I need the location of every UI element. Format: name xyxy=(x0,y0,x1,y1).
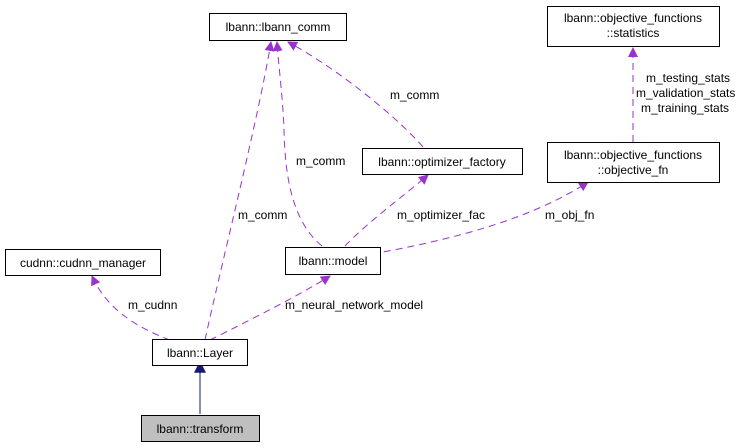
edge-label-comm-layer: m_comm xyxy=(238,208,287,222)
node-objective-functions-objective-fn[interactable]: lbann::objective_functions ::objective_f… xyxy=(547,142,720,183)
edge-layer-to-cudnn-manager xyxy=(91,275,171,341)
node-model-label: lbann::model xyxy=(299,254,368,268)
node-statistics-label-line1: lbann::objective_functions xyxy=(564,11,702,25)
node-statistics-label-line2: ::statistics xyxy=(607,26,660,40)
node-lbann-comm[interactable]: lbann::lbann_comm xyxy=(209,13,347,41)
node-layer-label: lbann::Layer xyxy=(167,346,233,360)
node-cudnn-manager-label: cudnn::cudnn_manager xyxy=(20,256,146,270)
node-objective-fn-label-line2: ::objective_fn xyxy=(598,163,669,177)
edge-label-cudnn: m_cudnn xyxy=(128,298,177,312)
node-lbann-comm-label: lbann::lbann_comm xyxy=(226,20,331,34)
edge-optimizer-factory-to-comm xyxy=(287,41,424,148)
node-layer[interactable]: lbann::Layer xyxy=(152,339,248,366)
edge-model-to-comm xyxy=(272,41,323,247)
edge-label-neural-network-model: m_neural_network_model xyxy=(285,298,423,312)
node-objective-fn-label-line1: lbann::objective_functions xyxy=(564,148,702,162)
edge-label-comm-model: m_comm xyxy=(296,154,345,168)
edge-layer-to-comm xyxy=(204,41,275,341)
edge-model-to-optimizer-factory xyxy=(344,174,429,247)
edge-label-testing-stats: m_testing_stats xyxy=(646,71,730,85)
edge-label-training-stats: m_training_stats xyxy=(641,101,729,115)
edge-label-optimizer-fac: m_optimizer_fac xyxy=(397,208,485,222)
edge-label-validation-stats: m_validation_stats xyxy=(636,86,735,100)
node-optimizer-factory-label: lbann::optimizer_factory xyxy=(378,155,505,169)
edge-label-obj-fn: m_obj_fn xyxy=(545,208,594,222)
node-transform[interactable]: lbann::transform xyxy=(141,415,260,442)
node-cudnn-manager[interactable]: cudnn::cudnn_manager xyxy=(5,249,161,276)
node-objective-functions-statistics[interactable]: lbann::objective_functions ::statistics xyxy=(547,6,720,47)
node-model[interactable]: lbann::model xyxy=(285,247,381,275)
node-optimizer-factory[interactable]: lbann::optimizer_factory xyxy=(362,148,523,175)
edge-layer-to-model xyxy=(209,275,331,341)
edge-label-comm-optimizer: m_comm xyxy=(390,88,439,102)
node-transform-label: lbann::transform xyxy=(157,422,244,436)
edge-model-to-objective-fn xyxy=(371,181,589,255)
